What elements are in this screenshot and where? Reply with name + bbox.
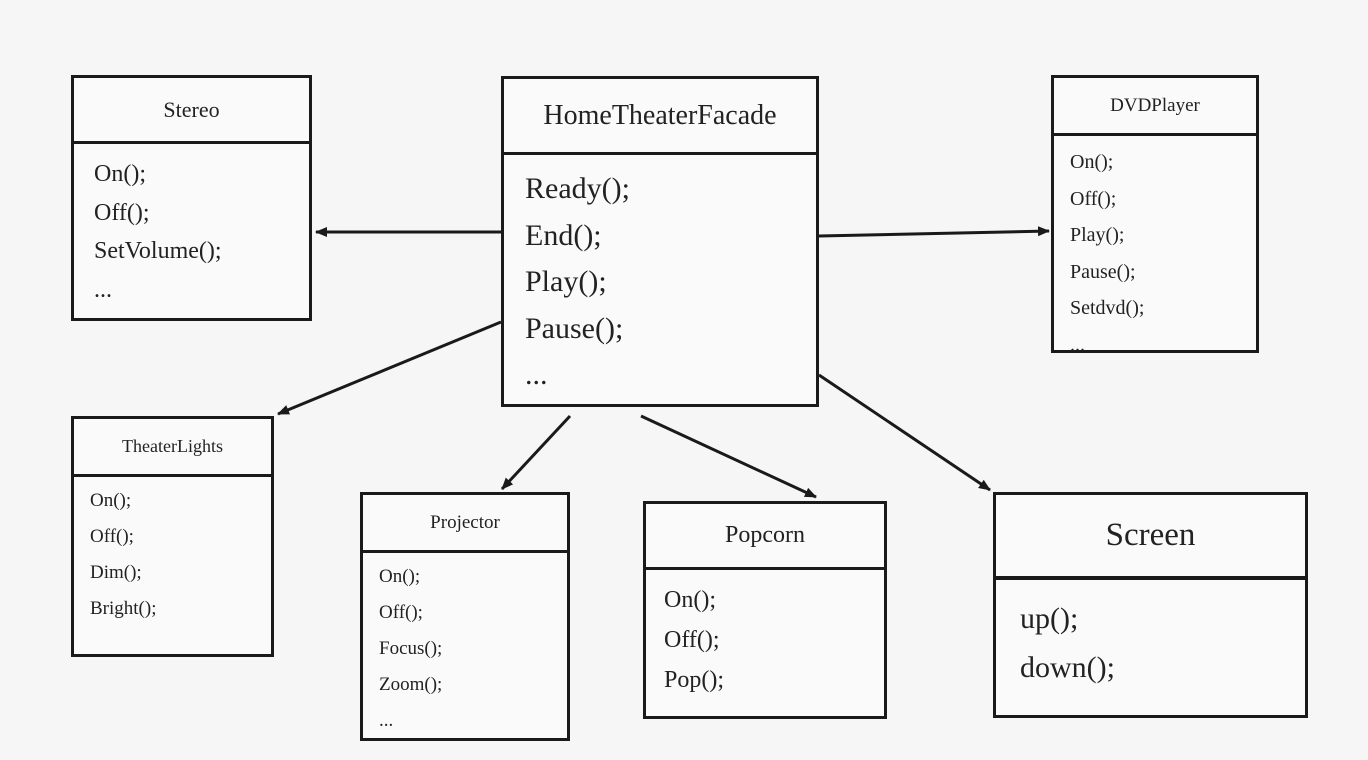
method: Play();: [1070, 224, 1125, 246]
class-name: Projector: [363, 495, 567, 553]
class-name: Popcorn: [646, 504, 884, 570]
class-box-hometheaterfacade: HomeTheaterFacade Ready(); End(); Play()…: [501, 76, 819, 407]
method: On();: [1070, 151, 1114, 173]
method: Focus();: [379, 638, 443, 659]
method: On();: [379, 566, 421, 587]
method: On();: [90, 490, 132, 511]
method: Setdvd();: [1070, 297, 1145, 319]
method: down();: [1020, 651, 1115, 684]
method: Pause();: [525, 311, 624, 345]
arrow-facade-to-projector: [500, 414, 572, 491]
method: On();: [94, 161, 146, 187]
method: Off();: [90, 526, 134, 547]
method: Dim();: [90, 562, 142, 583]
method: Off();: [94, 199, 150, 226]
method: On();: [664, 587, 716, 613]
method: End();: [525, 218, 602, 252]
method-list: On(); Off(); Dim(); Bright();: [74, 477, 271, 635]
method: Zoom();: [379, 674, 443, 695]
method-list: On(); Off(); Pop();: [646, 570, 884, 708]
method: Off();: [664, 627, 720, 653]
method-list: Ready(); End(); Play(); Pause(); ...: [504, 155, 816, 407]
class-box-screen: Screen up(); down();: [993, 492, 1308, 718]
method: ...: [1070, 333, 1085, 356]
method: Off();: [379, 602, 423, 623]
method-list: On(); Off(); Focus(); Zoom(); ...: [363, 553, 567, 747]
arrow-facade-to-popcorn: [640, 414, 817, 499]
method: Play();: [525, 265, 607, 298]
class-name: Stereo: [74, 78, 309, 144]
method: up();: [1020, 602, 1079, 635]
method: SetVolume();: [94, 238, 222, 264]
method: Pause();: [1070, 260, 1136, 283]
class-box-dvdplayer: DVDPlayer On(); Off(); Play(); Pause(); …: [1051, 75, 1259, 354]
class-box-popcorn: Popcorn On(); Off(); Pop();: [643, 501, 887, 719]
class-box-theaterlights: TheaterLights On(); Off(); Dim(); Bright…: [71, 416, 274, 657]
method-list: On(); Off(); SetVolume(); ...: [74, 144, 309, 316]
method: ...: [525, 358, 548, 391]
class-name: HomeTheaterFacade: [504, 79, 816, 155]
method: Ready();: [525, 172, 630, 205]
class-box-stereo: Stereo On(); Off(); SetVolume(); ...: [71, 75, 312, 321]
arrow-facade-to-screen: [818, 373, 991, 492]
class-name: Screen: [996, 495, 1305, 580]
class-name: DVDPlayer: [1054, 78, 1256, 136]
method: ...: [94, 276, 112, 303]
method: Pop();: [664, 667, 724, 693]
class-name: TheaterLights: [74, 419, 271, 477]
method: Bright();: [90, 598, 157, 619]
arrow-facade-to-theaterlights: [277, 320, 502, 416]
arrow-facade-to-dvdplayer: [818, 226, 1050, 238]
method-list: On(); Off(); Play(); Pause(); Setdvd(); …: [1054, 136, 1256, 371]
class-box-projector: Projector On(); Off(); Focus(); Zoom(); …: [360, 492, 570, 741]
method-list: up(); down();: [996, 580, 1305, 702]
method: Off();: [1070, 187, 1117, 210]
method: ...: [379, 710, 394, 731]
